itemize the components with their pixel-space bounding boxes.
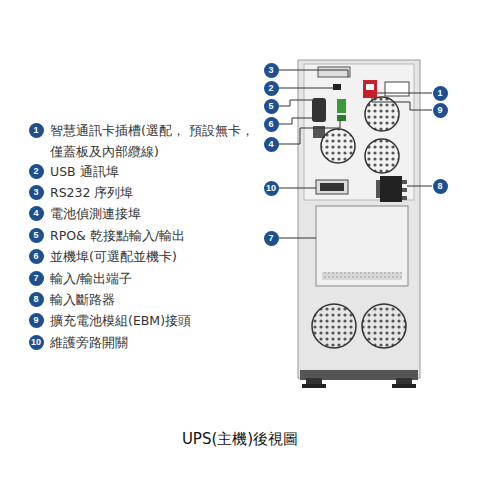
list-text: 擴充電池模組(EBM)接頭: [50, 310, 191, 331]
list-text: 智慧通訊卡插槽(選配， 預設無卡，僅蓋板及內部纜線): [50, 120, 255, 162]
list-number: 4: [29, 206, 44, 221]
list-text: USB 通訊埠: [50, 161, 119, 182]
callout-number: 4: [264, 137, 279, 152]
callout-number: 6: [264, 117, 279, 132]
list-number: 7: [29, 271, 44, 286]
callout-number: 9: [433, 103, 448, 118]
list-number: 10: [29, 335, 44, 350]
list-number: 2: [29, 164, 44, 179]
list-number: 5: [29, 228, 44, 243]
callout-number: 10: [264, 181, 279, 196]
list-text: 維護旁路開關: [50, 332, 128, 353]
callout-number: 8: [433, 179, 448, 194]
callout-number: 1: [433, 86, 448, 101]
list-text: RS232 序列埠: [50, 182, 133, 203]
list-number: 9: [29, 313, 44, 328]
callout-number: 2: [264, 81, 279, 96]
list-text: 輸入斷路器: [50, 289, 115, 310]
list-number: 1: [29, 123, 44, 138]
callout-number: 7: [264, 231, 279, 246]
list-text: RPO& 乾接點輸入/輸出: [50, 225, 185, 246]
list-number: 6: [29, 249, 44, 264]
caption: UPS(主機)後視圖: [182, 430, 298, 449]
list-text: 並機埠(可選配並機卡): [50, 246, 177, 267]
list-text: 輸入/輸出端子: [50, 268, 132, 289]
list-number: 8: [29, 292, 44, 307]
callout-number: 3: [264, 63, 279, 78]
callout-number: 5: [264, 99, 279, 114]
list-text: 電池偵測連接埠: [50, 203, 141, 224]
list-number: 3: [29, 185, 44, 200]
